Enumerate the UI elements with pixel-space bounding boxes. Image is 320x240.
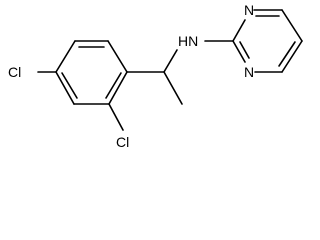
bond — [232, 40, 246, 63]
atom-label-ring-n-bottom: N — [244, 64, 254, 80]
bond-to-cl-bottom — [108, 103, 124, 131]
double-bond-inner — [278, 41, 296, 67]
bond — [281, 9, 303, 42]
bond — [108, 71, 128, 105]
dichlorophenyl-ring — [55, 40, 128, 105]
bond-chiral-carbon-to-nh — [163, 49, 178, 73]
bond — [232, 19, 246, 42]
double-bond-inner — [239, 41, 250, 59]
pyrimidine-ring — [232, 9, 303, 73]
atom-label-ring-n-top: N — [244, 2, 254, 18]
double-bond-inner — [105, 72, 122, 99]
bond — [107, 40, 128, 73]
bond — [55, 71, 75, 105]
bond-chiral-carbon-to-methyl — [163, 71, 183, 105]
atom-label-cl-left: Cl — [8, 64, 21, 80]
atom-label-cl-bottom: Cl — [116, 134, 129, 150]
double-bond-inner — [61, 72, 78, 99]
structure-diagram: Cl Cl HN N N — [8, 2, 303, 150]
atom-label-amine: HN — [178, 33, 198, 49]
bond — [281, 40, 303, 73]
bond — [55, 40, 76, 73]
